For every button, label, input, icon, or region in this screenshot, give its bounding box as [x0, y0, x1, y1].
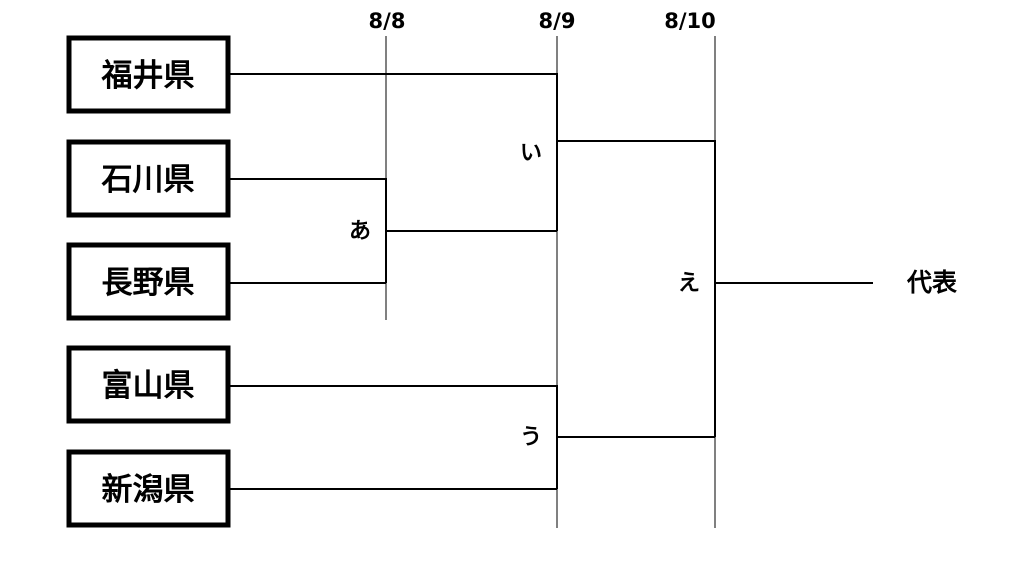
match-label-a: あ: [349, 219, 371, 244]
team-label-fukui: 福井県: [101, 58, 195, 94]
team-toyama: 富山県: [66, 345, 231, 424]
match-label-i: い: [520, 141, 542, 166]
team-box-niigata: [66, 449, 231, 528]
team-label-toyama: 富山県: [102, 368, 195, 404]
date-label-8-10: 8/10: [664, 9, 716, 33]
team-niigata: 新潟県: [66, 449, 231, 528]
representative-label: 代表: [906, 268, 958, 297]
team-label-ishikawa: 石川県: [101, 162, 195, 198]
team-box-fukui: [66, 35, 231, 114]
date-label-8-8: 8/8: [369, 9, 406, 33]
bracket-line-fukui: [230, 73, 558, 231]
team-fukui: 福井県: [66, 35, 231, 114]
team-ishikawa: 石川県: [66, 139, 231, 218]
bracket-line-winner-i: [557, 140, 716, 437]
team-label-nagano: 長野県: [102, 265, 195, 301]
team-nagano: 長野県: [66, 242, 231, 321]
bracket-line-toyama: [230, 385, 558, 489]
date-label-8-9: 8/9: [539, 9, 576, 33]
team-box-nagano: [66, 242, 231, 321]
match-label-u: う: [520, 425, 542, 450]
team-box-toyama: [66, 345, 231, 424]
match-label-e: え: [678, 271, 700, 296]
team-box-ishikawa: [66, 139, 231, 218]
team-label-niigata: 新潟県: [102, 472, 195, 508]
bracket-line-ishikawa: [230, 178, 387, 283]
